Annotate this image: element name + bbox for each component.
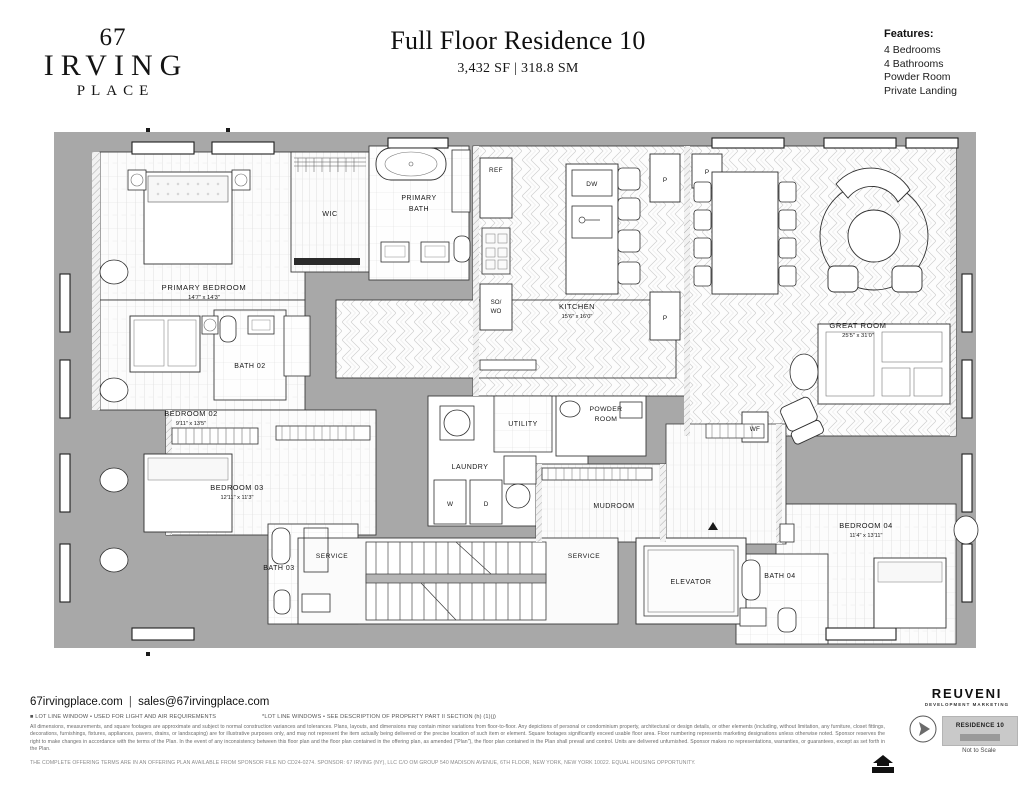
appliance-label-dishwasher: DW — [586, 181, 598, 188]
room-label-primary-bath-line1: PRIMARY — [401, 195, 436, 202]
key-highlight-bar — [960, 734, 1000, 741]
appliance-label-wine-fridge: WF — [750, 426, 761, 433]
room-label-powder-line1: POWDER — [590, 406, 623, 413]
pantry-label-3: P — [705, 169, 709, 176]
page-title: Full Floor Residence 10 — [390, 26, 646, 55]
appliance-label-refrigerator: REF — [489, 167, 503, 174]
pantry-label-2: P — [663, 315, 667, 322]
landing-direction-arrow — [708, 522, 718, 530]
room-dim-great-room: 25'5" x 31'0" — [842, 333, 874, 339]
key-residence-label: RESIDENCE 10 — [955, 722, 1005, 729]
scale-note: Not to Scale — [962, 747, 996, 754]
features-heading: Features: — [884, 28, 934, 40]
feature-item: 4 Bathrooms — [884, 57, 944, 70]
contact-separator: | — [128, 696, 132, 708]
room-label-service-right: SERVICE — [568, 553, 600, 560]
appliance-label-wall-oven-line2: WO — [491, 308, 502, 315]
room-label-utility: UTILITY — [508, 421, 538, 428]
room-dim-kitchen: 15'6" x 16'0" — [562, 314, 593, 320]
lot-line-note-left: ■ LOT LINE WINDOW • USED FOR LIGHT AND A… — [30, 714, 217, 720]
room-label-mudroom: MUDROOM — [593, 503, 634, 510]
email-link[interactable]: sales@67irvingplace.com — [138, 696, 270, 708]
logo-line-irving: IRVING — [43, 49, 189, 82]
disclaimer-text: All dimensions, measurements, and square… — [30, 724, 885, 753]
reuveni-subtitle: DEVELOPMENT MARKETING — [924, 702, 1010, 707]
page-header: 67 IRVING PLACE Full Floor Residence 10 … — [0, 0, 1035, 118]
features-panel: Features: 4 Bedrooms 4 Bathrooms Powder … — [884, 28, 1034, 98]
page-footer: 67irvingplace.com | sales@67irvingplace.… — [0, 670, 1035, 800]
floor-plan: PRIMARY BEDROOM 14'7" x 14'3" WIC PRIMAR… — [36, 124, 996, 664]
room-label-primary-bath-line2: BATH — [409, 206, 429, 213]
equal-housing-logo — [872, 755, 894, 773]
room-label-powder-line2: ROOM — [595, 416, 618, 423]
room-dim-bedroom-03: 12'11" x 11'3" — [221, 495, 254, 501]
room-dim-primary-bedroom: 14'7" x 14'3" — [188, 295, 220, 301]
floor-plan-drawing: PRIMARY BEDROOM 14'7" x 14'3" WIC PRIMAR… — [54, 128, 979, 656]
reuveni-name: REUVENI — [931, 686, 1003, 701]
reuveni-logo: REUVENI DEVELOPMENT MARKETING — [912, 686, 1022, 707]
logo-line-place: PLACE — [76, 83, 155, 99]
room-label-laundry: LAUNDRY — [452, 464, 489, 471]
room-label-bedroom-04: BEDROOM 04 — [839, 521, 892, 530]
room-label-wic: WIC — [322, 209, 337, 218]
residence-key-box: RESIDENCE 10 — [942, 716, 1018, 746]
offering-terms-text: THE COMPLETE OFFERING TERMS ARE IN AN OF… — [30, 760, 696, 766]
room-label-bedroom-02: BEDROOM 02 — [164, 409, 217, 418]
lot-line-window-marker — [146, 128, 230, 656]
feature-item: Powder Room — [884, 71, 951, 83]
feature-item: Private Landing — [884, 84, 957, 97]
area-subtitle: 3,432 SF | 318.8 SM — [457, 61, 579, 76]
lot-line-note-right: *LOT LINE WINDOWS • SEE DESCRIPTION OF P… — [262, 714, 497, 720]
feature-item: 4 Bedrooms — [884, 44, 941, 56]
room-label-bath-04: BATH 04 — [764, 573, 795, 580]
appliance-label-dryer: D — [484, 501, 489, 508]
title-block: Full Floor Residence 10 3,432 SF | 318.8… — [318, 26, 718, 77]
room-dim-bedroom-02: 9'11" x 13'5" — [176, 421, 206, 427]
room-dim-bedroom-04: 11'4" x 13'11" — [850, 533, 883, 539]
contact-line: 67irvingplace.com | sales@67irvingplace.… — [30, 696, 269, 708]
brand-logo: 67 IRVING PLACE — [18, 24, 208, 100]
website-link[interactable]: 67irvingplace.com — [30, 696, 123, 708]
room-label-great-room: GREAT ROOM — [829, 321, 886, 330]
room-label-primary-bedroom: PRIMARY BEDROOM — [162, 283, 247, 292]
room-label-bath-03: BATH 03 — [263, 565, 294, 572]
room-label-service-left: SERVICE — [316, 553, 348, 560]
room-label-elevator: ELEVATOR — [671, 579, 712, 586]
logo-line-67: 67 — [99, 24, 127, 51]
room-label-bath-02: BATH 02 — [234, 363, 265, 370]
appliance-label-steam-oven-line1: SO/ — [491, 299, 502, 306]
room-label-bedroom-03: BEDROOM 03 — [210, 483, 263, 492]
room-label-kitchen: KITCHEN — [559, 302, 595, 311]
compass-north-icon — [909, 715, 937, 743]
appliance-label-washer: W — [447, 501, 454, 508]
pantry-label-1: P — [663, 177, 667, 184]
